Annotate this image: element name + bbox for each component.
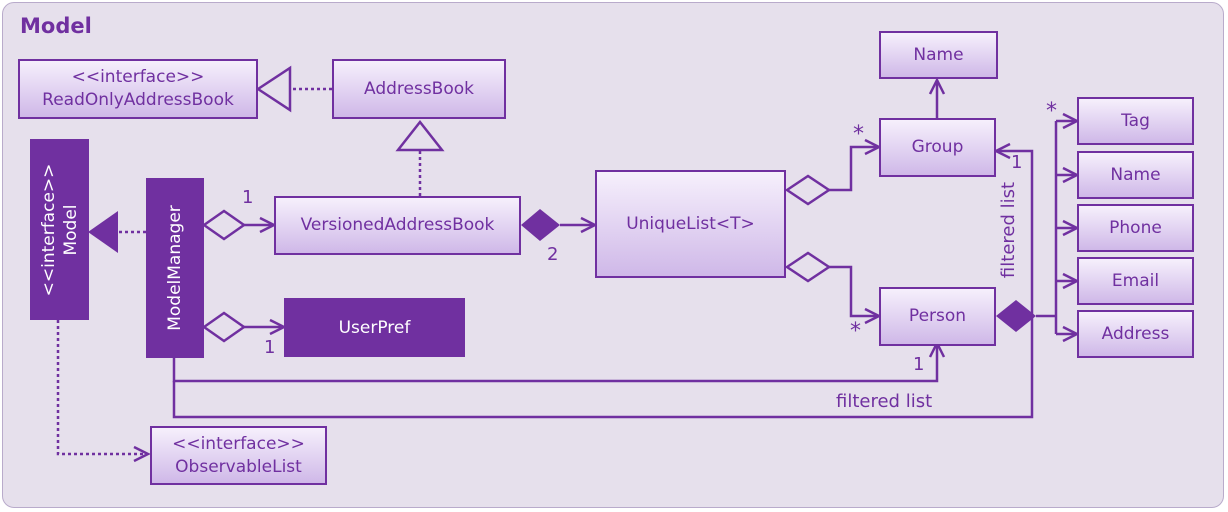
- model-realization-arrowhead: [88, 211, 118, 253]
- email-label: Email: [1111, 270, 1160, 291]
- mult-mm-userpref: 1: [264, 337, 276, 358]
- model-interface-box[interactable]: <<interface>> Model: [30, 139, 89, 320]
- group-name-label: Name: [913, 44, 964, 65]
- unique-person-aggregation-diamond: [784, 251, 832, 283]
- address-book-name: AddressBook: [363, 78, 474, 99]
- readonly-name: ReadOnlyAddressBook: [42, 90, 234, 110]
- unique-person-line: [829, 265, 877, 318]
- readonly-realization-arrowhead: [255, 65, 292, 113]
- address-box[interactable]: Address: [1077, 310, 1194, 358]
- unique-group-line: [829, 145, 877, 192]
- group-name-arrowhead: [928, 77, 946, 95]
- address-label: Address: [1101, 323, 1170, 344]
- mult-group: *: [853, 122, 864, 147]
- modelmanager-label: ModelManager: [164, 205, 186, 331]
- observable-list-name: ObservableList: [175, 456, 302, 477]
- readonly-stereotype: <<interface>>: [71, 67, 205, 88]
- model-to-observablelist-line: [56, 320, 146, 456]
- phone-label: Phone: [1109, 217, 1162, 238]
- person-name-box[interactable]: Name: [1077, 151, 1194, 199]
- tag-box[interactable]: Tag: [1077, 97, 1194, 145]
- versioned-address-book-box[interactable]: VersionedAddressBook: [274, 196, 521, 255]
- unique-group-aggregation-diamond: [784, 174, 832, 206]
- email-box[interactable]: Email: [1077, 257, 1194, 305]
- addressbook-generalization-arrowhead: [395, 119, 445, 152]
- filtered-list-vertical-label: filtered list: [998, 181, 1019, 279]
- model-interface-label: <<interface>> Model: [37, 163, 81, 296]
- unique-list-box[interactable]: UniqueList<T>: [595, 170, 786, 278]
- vab-unique-composition-diamond: [521, 209, 560, 241]
- person-box[interactable]: Person: [879, 287, 996, 346]
- person-attributes-composition-diamond: [996, 300, 1036, 332]
- modelmanager-box[interactable]: ModelManager: [146, 178, 204, 358]
- unique-list-name: UniqueList<T>: [626, 213, 755, 234]
- tag-label: Tag: [1121, 110, 1150, 131]
- mm-userpref-aggregation-diamond: [201, 311, 247, 343]
- filtered-list-bottom-label: filtered list: [836, 391, 933, 412]
- group-name-box[interactable]: Name: [879, 31, 998, 79]
- model-stereotype: <<interface>>: [38, 163, 59, 296]
- mult-group-filtered: 1: [1011, 152, 1023, 173]
- address-book-box[interactable]: AddressBook: [332, 59, 506, 119]
- observable-list-stereotype: <<interface>>: [172, 433, 305, 454]
- phone-box[interactable]: Phone: [1077, 204, 1194, 252]
- mm-group-filtered-line: [172, 149, 1034, 419]
- model-name: Model: [60, 203, 81, 256]
- mult-person-filtered: 1: [913, 354, 925, 375]
- mm-group-filtered-arrowhead: [993, 142, 1011, 160]
- group-box[interactable]: Group: [879, 118, 996, 177]
- userpref-name: UserPref: [338, 317, 411, 338]
- person-name-label: Name: [1110, 164, 1161, 185]
- observablelist-arrowhead: [133, 445, 151, 463]
- versioned-address-book-name: VersionedAddressBook: [300, 215, 495, 236]
- observable-list-box[interactable]: <<interface>> ObservableList: [150, 426, 327, 485]
- modelmanager-name: ModelManager: [164, 205, 185, 331]
- mm-person-filtered-line: [172, 345, 939, 383]
- mult-mm-vab: 1: [242, 187, 254, 208]
- group-label: Group: [911, 137, 964, 158]
- mult-person: *: [850, 319, 861, 344]
- mult-vab-unique: 2: [547, 244, 559, 265]
- mult-tag: *: [1046, 99, 1057, 124]
- mm-vab-aggregation-diamond: [201, 209, 247, 241]
- userpref-box[interactable]: UserPref: [284, 298, 465, 357]
- package-title: Model: [20, 14, 92, 38]
- person-label: Person: [908, 306, 967, 327]
- readonly-address-book-box[interactable]: <<interface>> ReadOnlyAddressBook: [18, 59, 258, 119]
